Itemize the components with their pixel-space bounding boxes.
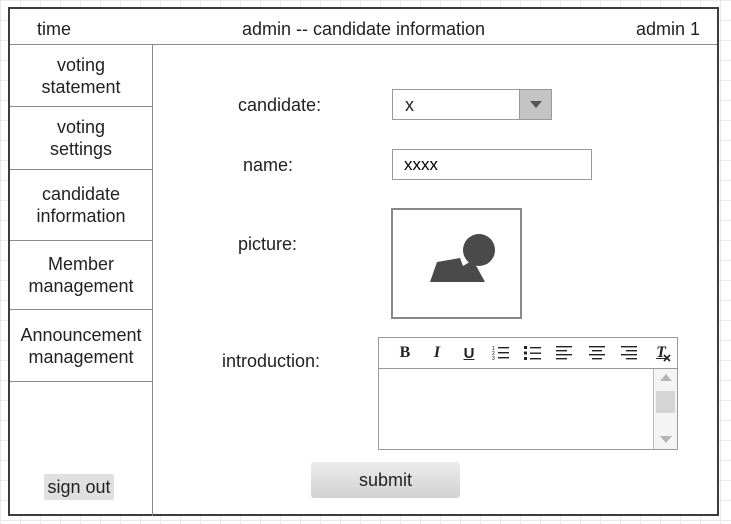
name-label: name: <box>243 155 294 175</box>
page-title: admin -- candidate information <box>241 19 486 39</box>
candidate-label: candidate: <box>238 95 322 115</box>
sidebar-item-label: management <box>28 276 134 296</box>
header-bar: time admin -- candidate information admi… <box>10 9 717 45</box>
sidebar-item-label: Member <box>47 254 114 274</box>
clear-format-icon[interactable]: T <box>645 342 677 364</box>
time-label: time <box>37 19 72 39</box>
svg-text:1: 1 <box>492 346 495 352</box>
bold-button[interactable]: B <box>399 344 411 361</box>
svg-text:2: 2 <box>492 351 495 357</box>
picture-upload[interactable] <box>391 208 522 319</box>
sidebar-item-label: settings <box>49 139 113 159</box>
underline-button[interactable]: U <box>463 344 475 362</box>
app-window: time admin -- candidate information admi… <box>8 7 719 516</box>
align-center-icon[interactable] <box>581 342 613 364</box>
clear-format-label: T <box>656 344 666 361</box>
introduction-label: introduction: <box>222 351 321 371</box>
submit-button[interactable]: submit <box>311 462 460 498</box>
sidebar-item-label: Announcement <box>20 324 142 345</box>
sidebar-item-label: voting <box>56 117 106 137</box>
scroll-down-icon[interactable] <box>654 431 677 449</box>
sidebar-item-label: information <box>36 206 126 226</box>
candidate-select-value: x <box>405 95 414 115</box>
sidebar-item-label: voting <box>56 54 106 75</box>
candidate-select[interactable]: x <box>392 89 552 120</box>
unordered-list-icon[interactable] <box>517 342 549 364</box>
sidebar-item-label: candidate <box>41 184 121 204</box>
svg-text:3: 3 <box>492 356 495 361</box>
user-name: admin 1 <box>635 19 700 39</box>
editor-scrollbar[interactable] <box>653 369 677 449</box>
chevron-down-icon[interactable] <box>519 90 551 119</box>
scrollbar-thumb[interactable] <box>656 391 675 413</box>
italic-button[interactable]: I <box>433 344 441 361</box>
name-field[interactable] <box>392 149 592 180</box>
image-placeholder-icon <box>430 234 495 282</box>
scroll-up-icon[interactable] <box>654 369 677 387</box>
sidebar-item-label: statement <box>41 76 121 97</box>
align-right-icon[interactable] <box>613 342 645 364</box>
align-left-icon[interactable] <box>549 342 581 364</box>
sign-out-button[interactable]: sign out <box>44 474 114 500</box>
close-icon <box>663 354 671 362</box>
sidebar-item-label: management <box>28 346 134 367</box>
picture-label: picture: <box>238 234 298 254</box>
